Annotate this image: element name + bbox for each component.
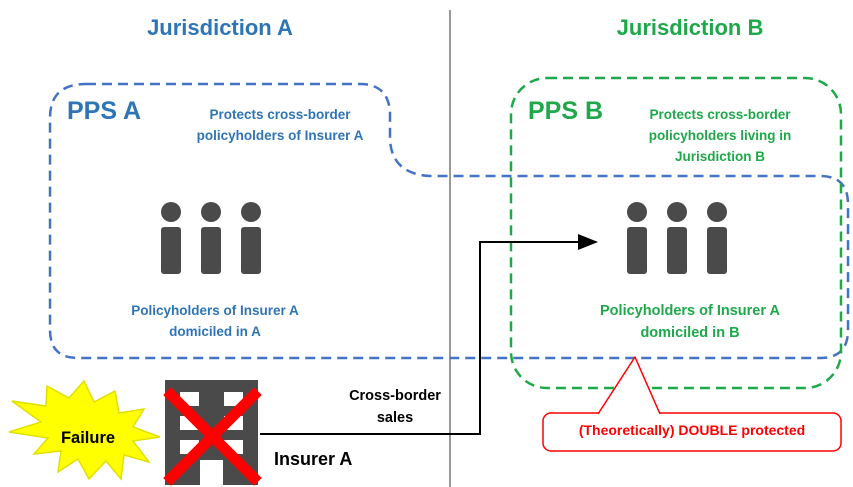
group-b-label: Policyholders of Insurer A domiciled in …	[560, 300, 820, 344]
cross-border-arrow	[260, 234, 598, 435]
pps-b-note-line: Protects cross-border	[649, 107, 791, 122]
double-protected-callout	[542, 412, 842, 452]
pps-a-title: PPS A	[67, 97, 142, 125]
people-icon	[627, 202, 727, 274]
failure-label: Failure	[60, 429, 116, 447]
pps-b-note-line: policyholders living in	[648, 128, 792, 143]
callout-pointer	[597, 356, 661, 415]
pps-a-note-line: policyholders of Insurer A	[196, 128, 364, 143]
failure-burst	[8, 379, 161, 481]
insurer-label: Insurer A	[274, 449, 353, 469]
pps-a-note-line: Protects cross-border	[209, 107, 351, 122]
pps-b-title: PPS B	[528, 97, 604, 125]
cross-border-line: sales	[376, 410, 414, 426]
pps-a-note: Protects cross-border policyholders of I…	[170, 104, 390, 146]
group-a-label: Policyholders of Insurer A domiciled in …	[100, 300, 330, 342]
group-a-line: Policyholders of Insurer A	[131, 303, 299, 318]
pps-a-boundary	[48, 82, 850, 360]
group-a-line: domiciled in A	[169, 324, 261, 339]
group-b-line: domiciled in B	[640, 325, 740, 341]
pps-b-note-line: Jurisdiction B	[674, 149, 765, 164]
callout-label: (Theoretically) DOUBLE protected	[578, 422, 806, 438]
jurisdiction-a-label: Jurisdiction A	[147, 15, 293, 40]
cross-border-line: Cross-border	[349, 388, 441, 404]
cross-border-label: Cross-border sales	[325, 385, 465, 429]
pps-b-boundary	[509, 76, 843, 390]
group-b-line: Policyholders of Insurer A	[600, 303, 780, 319]
cross-icon	[163, 387, 262, 486]
jurisdiction-b-label: Jurisdiction B	[616, 15, 764, 40]
people-icon	[161, 202, 261, 274]
pps-b-note: Protects cross-border policyholders livi…	[620, 104, 820, 167]
